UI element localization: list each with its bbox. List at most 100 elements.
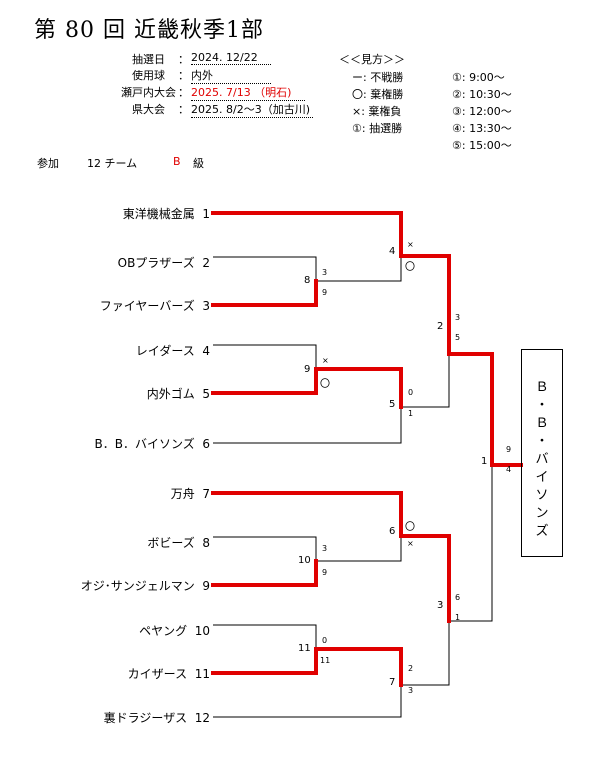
team-name: 東洋機械金属 — [122, 207, 195, 221]
team-seed: 12 — [194, 711, 210, 725]
match-score-top: 9 — [506, 445, 512, 454]
grade-suffix: 級 — [193, 157, 204, 170]
line-team-6 — [213, 407, 402, 444]
champion-char: ・ — [535, 434, 549, 449]
match-number: 1 — [481, 456, 488, 467]
line-team-10 — [213, 624, 317, 649]
match-score-top: 0 — [322, 636, 328, 645]
team-seed: 6 — [202, 437, 210, 451]
match-number: 10 — [298, 555, 311, 566]
grade-letter: B — [173, 155, 181, 168]
participation-label: 参加 — [37, 157, 59, 170]
champion-char: ソ — [535, 488, 549, 503]
match-score-bottom: 3 — [408, 686, 414, 695]
team-name: B．B．バイソンズ — [94, 437, 195, 451]
team-row: OBプラザーズ 2 — [20, 254, 210, 271]
team-row: 東洋機械金属 1 — [20, 205, 210, 222]
match-score-top: 3 — [322, 544, 328, 553]
match-score-top: 3 — [322, 268, 328, 277]
champion-box: Ｂ ・ Ｂ ・ バ イ ソ ン ズ — [521, 349, 563, 557]
champion-char: Ｂ — [535, 416, 549, 431]
match-number: 3 — [437, 600, 444, 611]
win-line-team-3 — [211, 279, 318, 307]
team-name: OBプラザーズ — [117, 256, 195, 270]
team-row: B．B．バイソンズ 6 — [20, 435, 210, 452]
time-slot: ①: 9:00〜 — [452, 71, 505, 84]
info-label-draw-date: 抽選日 — [132, 53, 165, 66]
team-name: ボビーズ — [147, 536, 195, 550]
info-value-ball: 内外 — [191, 67, 271, 84]
info-label-prefecture: 県大会 — [132, 103, 165, 116]
info-colon: ： — [178, 103, 189, 116]
team-seed: 8 — [202, 536, 210, 550]
team-row: オジ･サンジェルマン 9 — [20, 577, 210, 594]
match-number: 7 — [389, 677, 396, 688]
match-score-bottom: 9 — [322, 568, 328, 577]
line-m10-to-m6 — [316, 536, 402, 562]
info-colon: ： — [178, 69, 189, 82]
bracket-lines-normal — [213, 256, 493, 718]
win-line-m9 — [314, 367, 403, 409]
team-seed: 7 — [202, 487, 210, 501]
match-score-bottom: 9 — [322, 288, 328, 297]
match-score-top: × — [322, 356, 329, 365]
match-score-top: 2 — [408, 664, 414, 673]
bracket-lines-winner — [211, 211, 523, 687]
team-name: 裏ドラジーザス — [103, 711, 188, 725]
champion-char: Ｂ — [535, 380, 549, 395]
win-line-team-11 — [211, 647, 318, 675]
legend-header: ＜＜見方＞＞ — [339, 53, 405, 66]
team-row: 万舟 7 — [20, 485, 210, 502]
team-name: オジ･サンジェルマン — [80, 579, 195, 593]
team-seed: 2 — [202, 256, 210, 270]
line-m8-to-m4 — [316, 256, 402, 282]
champion-char: イ — [535, 470, 549, 485]
legend-item: ×: 棄権負 — [352, 105, 402, 118]
team-row: ボビーズ 8 — [20, 534, 210, 551]
match-score-bottom: 1 — [408, 409, 414, 418]
info-label-ball: 使用球 — [132, 69, 165, 82]
team-name: カイザース — [127, 667, 188, 681]
team-row: 裏ドラジーザス 12 — [20, 709, 210, 726]
team-seed: 3 — [202, 299, 210, 313]
line-m5-to-m2 — [401, 354, 450, 408]
match-score-bottom: 11 — [320, 656, 331, 665]
match-number: 8 — [304, 275, 311, 286]
match-score-bottom: 5 — [455, 333, 461, 342]
info-value-draw-date: 2024. 12/22 — [191, 51, 271, 65]
info-colon: ： — [178, 53, 189, 66]
team-name: 万舟 — [170, 487, 195, 501]
match-score-top: 3 — [455, 313, 461, 322]
champion-char: ン — [535, 506, 549, 521]
page-title: 第 80 回 近畿秋季1部 — [34, 18, 264, 43]
champion-char: ズ — [535, 524, 549, 539]
champion-char: ・ — [535, 398, 549, 413]
info-colon: ： — [178, 86, 189, 99]
match-number: 6 — [389, 526, 396, 537]
legend-item: 〇: 棄権勝 — [352, 88, 404, 101]
team-name: レイダース — [135, 344, 195, 358]
line-m3-to-m1 — [449, 465, 493, 622]
team-seed: 4 — [202, 344, 210, 358]
team-seed: 11 — [194, 667, 210, 681]
info-value-prefecture: 2025. 8/2〜3（加古川) — [191, 101, 313, 118]
team-seed: 1 — [202, 207, 210, 221]
team-row: レイダース 4 — [20, 342, 210, 359]
team-row: 内外ゴム 5 — [20, 385, 210, 402]
participation-count: 12 チーム — [87, 157, 138, 170]
match-score-top: 6 — [455, 593, 461, 602]
match-score-bottom: 〇 — [320, 379, 330, 390]
time-slot: ④: 13:30〜 — [452, 122, 512, 135]
line-team-12 — [213, 685, 402, 718]
win-line-m6 — [399, 534, 451, 623]
match-score-bottom: × — [407, 539, 414, 548]
match-number: 11 — [298, 643, 311, 654]
team-seed: 10 — [194, 624, 210, 638]
team-name: ペヤング — [139, 624, 188, 638]
win-line-m11 — [314, 647, 403, 687]
match-score-top: × — [407, 240, 414, 249]
match-number: 9 — [304, 364, 311, 375]
match-score-bottom: 〇 — [405, 262, 415, 273]
line-team-8 — [213, 536, 317, 561]
